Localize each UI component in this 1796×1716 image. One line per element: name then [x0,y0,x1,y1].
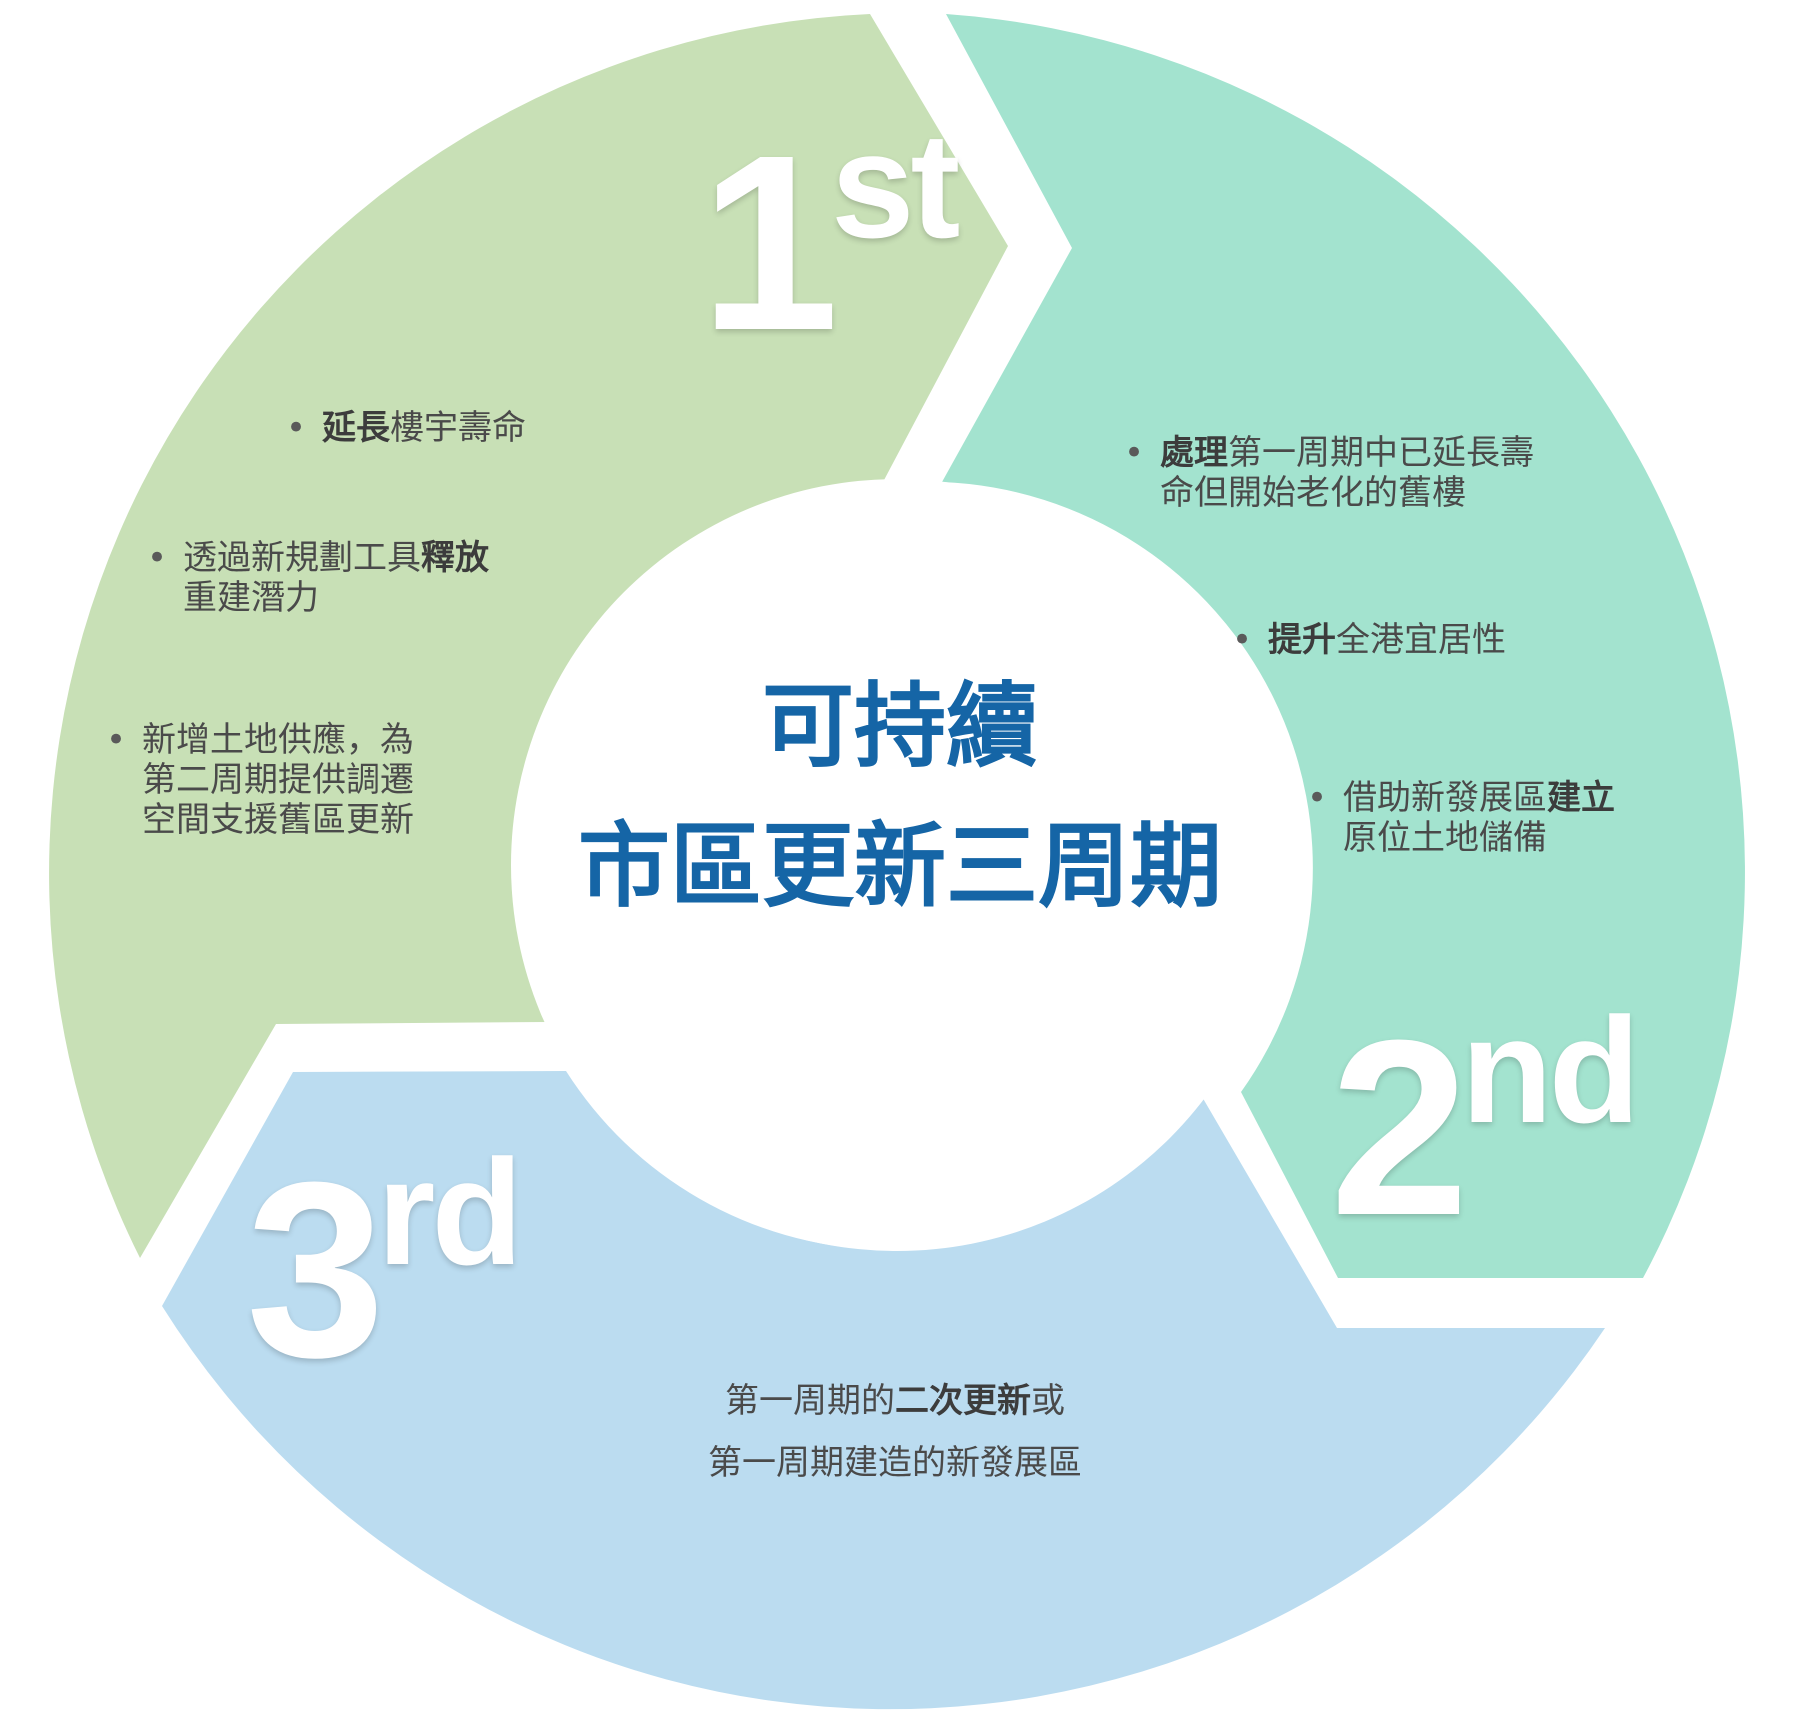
first-bullet-3-line2: 第二周期提供調遷 [142,760,414,800]
third-text-post: 或 [1031,1381,1065,1421]
ordinal-3rd-suffix: rd [377,1128,523,1296]
second-bullet-3-pre: 借助新發展區 [1343,778,1547,818]
first-bullet-3-line3: 空間支援舊區更新 [142,800,414,840]
ordinal-1st-number: 1 [700,103,839,382]
second-bullet-3-bold: 建立 [1547,778,1615,818]
bullet-dot: • [147,538,168,578]
first-bullet-3-line1: 新增土地供應，為 [142,720,414,760]
ordinal-3rd: 3rd [246,1137,523,1395]
ordinal-1st: 1st [700,110,960,368]
bullet-dot: • [286,408,307,448]
ordinal-2nd: 2nd [1330,995,1640,1253]
ordinal-1st-suffix: st [831,101,960,269]
first-bullet-2-bold: 釋放 [421,538,489,578]
second-bullet-1-rest: 第一周期中已延長壽 [1228,433,1534,473]
third-text-pre: 第一周期的 [725,1381,895,1421]
third-text: 第一周期的二次更新或第一周期建造的新發展區 [600,1370,1190,1494]
second-bullet-2: • 提升全港宜居性 [1232,620,1506,660]
first-bullet-2-pre: 透過新規劃工具 [183,538,421,578]
bullet-dot: • [106,720,127,760]
first-bullet-1: • 延長樓宇壽命 [286,408,526,448]
second-bullet-3: • 借助新發展區建立原位土地儲備 [1307,778,1615,858]
bullet-dot: • [1307,778,1328,818]
center-title-line2: 市區更新三周期 [577,813,1222,920]
segment-1st [49,14,1009,1258]
first-bullet-3: • 新增土地供應，為第二周期提供調遷空間支援舊區更新 [106,720,414,840]
ordinal-3rd-number: 3 [246,1130,385,1409]
bullet-dot: • [1124,433,1145,473]
ordinal-2nd-suffix: nd [1461,986,1640,1154]
third-text-line2: 第一周期建造的新發展區 [708,1443,1082,1483]
first-bullet-1-bold: 延長 [322,408,390,448]
third-text-bold: 二次更新 [895,1381,1031,1421]
first-bullet-2: • 透過新規劃工具釋放重建潛力 [147,538,489,618]
second-bullet-3-line2: 原位土地儲備 [1343,818,1547,858]
center-title-line1: 可持續 [761,673,1038,780]
second-bullet-1-bold: 處理 [1160,433,1228,473]
ordinal-2nd-number: 2 [1330,988,1469,1267]
second-bullet-2-bold: 提升 [1268,620,1336,660]
center-circle [511,479,1283,1251]
second-bullet-1: • 處理第一周期中已延長壽命但開始老化的舊樓 [1124,433,1534,513]
segment-2nd [942,14,1745,1278]
second-bullet-1-line2: 命但開始老化的舊樓 [1160,473,1466,513]
first-bullet-2-line2: 重建潛力 [183,578,319,618]
first-bullet-1-rest: 樓宇壽命 [390,408,526,448]
bullet-dot: • [1232,620,1253,660]
segment-3rd [162,1071,1605,1710]
second-bullet-2-rest: 全港宜居性 [1336,620,1506,660]
